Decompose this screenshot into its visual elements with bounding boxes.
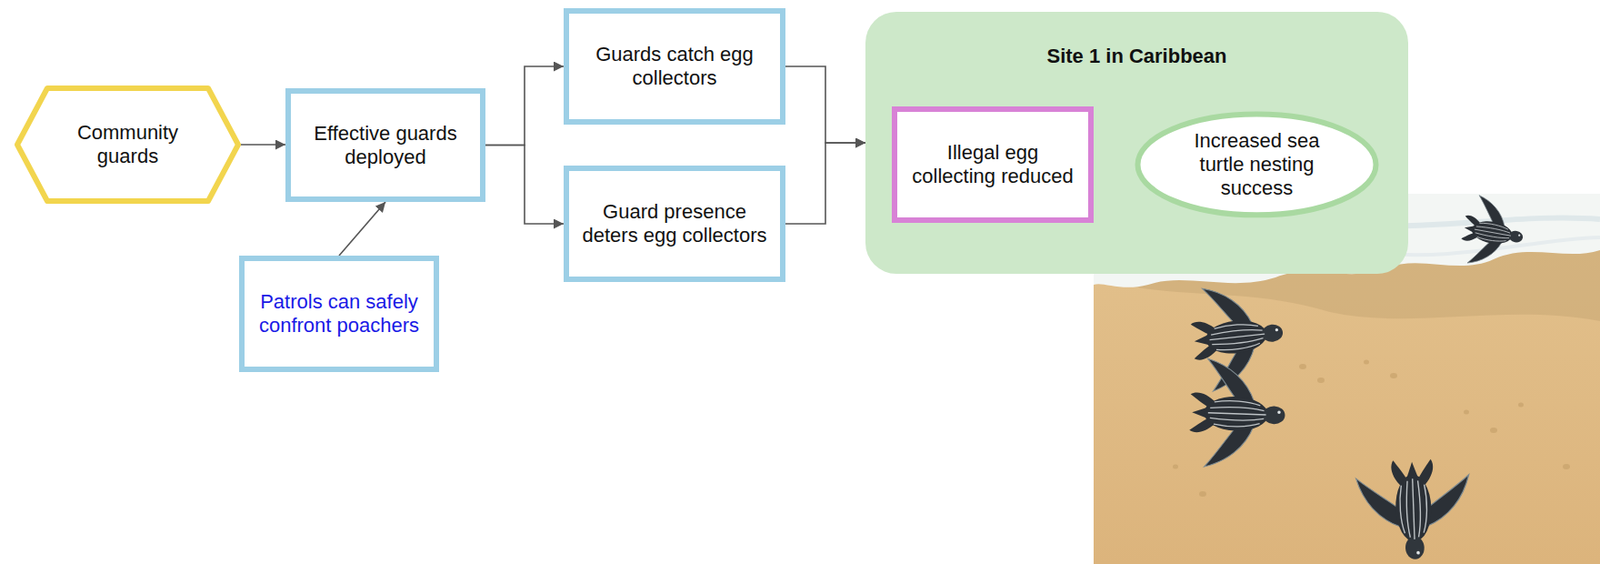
input-hexagon: Community guards — [14, 85, 241, 204]
ellipse-shape — [1138, 114, 1377, 216]
node-label: Effective guards deployed — [303, 121, 468, 170]
node-label: Guards catch egg collectors — [581, 42, 768, 90]
connector-arrow — [339, 201, 386, 256]
assumption-box: Patrols can safely confront poachers — [239, 255, 440, 372]
connector-arrow — [485, 66, 564, 146]
site-band: Site 1 in CaribbeanIllegal egg collectin… — [865, 11, 1409, 274]
node-label: Community guards — [54, 120, 201, 169]
node-label: Increased sea turtle nesting success — [1172, 129, 1341, 200]
connector-arrow — [485, 145, 564, 225]
result-box: Illegal egg collecting reduced — [891, 106, 1094, 223]
connector-arrow — [240, 143, 286, 146]
connector-arrow — [785, 142, 866, 224]
goal-ellipse: Increased sea turtle nesting success — [1134, 110, 1380, 219]
band-title: Site 1 in Caribbean — [865, 44, 1409, 69]
hexagon-shape — [17, 88, 239, 201]
node-label: Illegal egg collecting reduced — [910, 140, 1076, 189]
process-box: Guard presence deters egg collectors — [563, 165, 786, 282]
node-label: Patrols can safely confront poachers — [257, 290, 421, 338]
process-box: Guards catch egg collectors — [563, 8, 786, 125]
connector-arrow — [785, 66, 866, 143]
process-box: Effective guards deployed — [285, 88, 486, 202]
node-label: Guard presence deters egg collectors — [581, 200, 768, 248]
